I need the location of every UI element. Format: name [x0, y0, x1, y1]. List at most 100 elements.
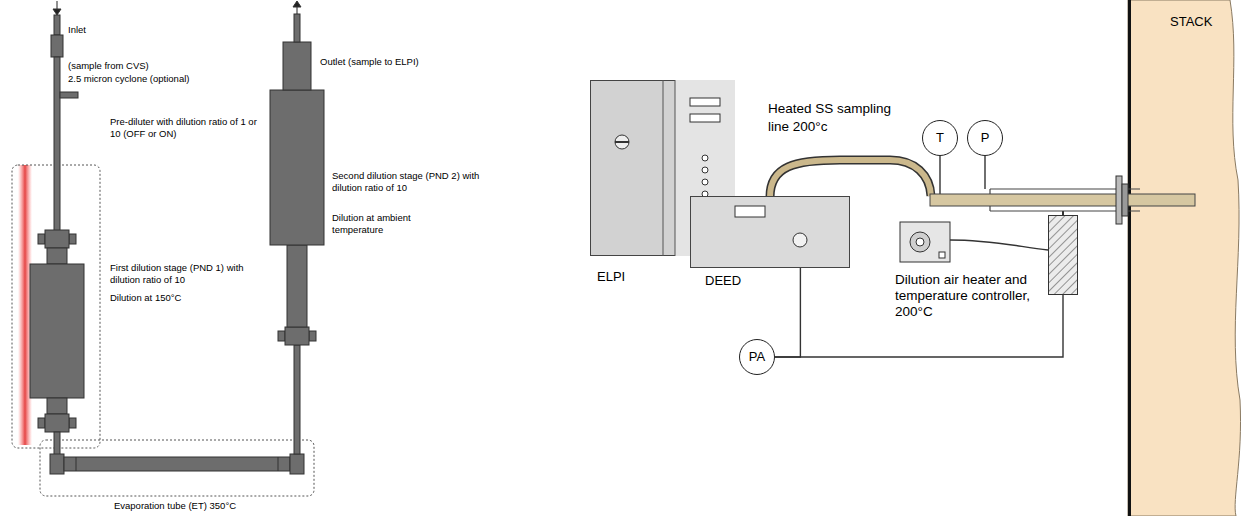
pnd2-assembly — [270, 90, 324, 245]
annotation-wrap: First dilution stage (PND 1) with diluti… — [110, 262, 255, 287]
node-label: T — [936, 130, 944, 146]
pressure-gauge: PA — [739, 339, 775, 375]
pnd1-assembly — [47, 248, 67, 264]
node-text: STACK — [1170, 14, 1212, 30]
sampling-probe — [1122, 184, 1128, 216]
node-text: PA — [740, 340, 774, 374]
display-window — [690, 98, 720, 106]
node-outline — [1048, 215, 1078, 295]
sampling-probe — [1062, 211, 1064, 215]
temperature-controller — [939, 252, 945, 258]
sampling-probe — [930, 194, 1195, 206]
dilution-air-heater: Dilution air heater and temperature cont… — [1048, 215, 1078, 295]
temperature-controller — [950, 240, 1048, 250]
annotation: Pre-diluter with dilution ratio of 1 or … — [110, 116, 268, 141]
node-text: Dilution air heater and temperature cont… — [895, 272, 1040, 321]
heated-sampling-line — [770, 160, 931, 197]
annotation-wrap: Inlet — [68, 24, 128, 36]
pnd1-assembly — [30, 264, 84, 398]
sampling-probe — [939, 156, 940, 194]
panel-seam — [675, 80, 676, 256]
annotation-wrap: Dilution at ambient temperature — [332, 212, 442, 237]
door-lock — [615, 141, 629, 143]
annotation: Dilution at ambient temperature — [332, 212, 442, 237]
pnd2-assembly — [294, 345, 300, 454]
pnd1-assembly — [69, 418, 76, 428]
pnd1-assembly — [45, 230, 69, 248]
annotation-wrap: 2.5 micron cyclone (optional) — [68, 73, 228, 85]
annotation-wrap: Outlet (sample to ELPI) — [320, 56, 490, 68]
temperature-controller — [900, 222, 1048, 262]
temperature-controller — [910, 232, 930, 252]
annotation: Heated SS sampling line 200°c — [768, 100, 903, 135]
annotation: Inlet — [68, 24, 128, 36]
annotation-wrap: Dilution at 150°C — [110, 292, 255, 304]
sampling-probe — [989, 189, 990, 211]
annotation-wrap: Evaporation tube (ET) 350°C — [75, 500, 275, 512]
sampling-probe — [990, 188, 1140, 189]
node-label: Dilution air heater and temperature cont… — [895, 272, 1040, 321]
pnd1-assembly — [38, 234, 45, 244]
pnd1-assembly — [38, 418, 45, 428]
pnd2-assembly — [287, 245, 307, 327]
pnd2-assembly — [294, 14, 300, 42]
sampling-probe — [930, 156, 1195, 224]
stack-wall-edge — [1128, 0, 1131, 516]
evaporation-tube — [278, 457, 279, 471]
annotation: Second dilution stage (PND 2) with dilut… — [332, 170, 497, 195]
pnd1-assembly — [54, 432, 60, 456]
annotation-wrap: Heated SS sampling line 200°c — [768, 100, 903, 135]
node-label: STACK — [1170, 14, 1212, 30]
node-text: P — [968, 121, 1002, 155]
heated-sampling-line — [770, 160, 931, 197]
evaporation-tube — [290, 454, 304, 474]
door-lock — [615, 135, 629, 149]
pnd2-assembly — [293, 1, 301, 7]
node-text: ELPI — [597, 269, 625, 285]
heated-sampling-line — [770, 160, 931, 197]
display-window — [735, 206, 765, 217]
evaporation-tube — [64, 457, 290, 471]
deed-unit: DEED — [690, 196, 850, 268]
temperature-gauge: T — [922, 120, 958, 156]
pnd1-assembly — [47, 398, 67, 414]
temperature-controller — [916, 238, 924, 246]
annotation-wrap: (sample from CVS) — [68, 60, 218, 72]
stack: STACK — [1128, 0, 1243, 516]
pnd1-assembly — [53, 9, 61, 15]
indicator-led — [702, 155, 708, 161]
pnd1-assembly — [45, 414, 69, 432]
connector-line — [775, 268, 800, 357]
node-outline — [690, 196, 850, 268]
evaporation-tube — [50, 454, 304, 474]
pnd2-assembly — [285, 327, 309, 345]
stack-wall — [1128, 0, 1241, 516]
pnd1-assembly — [69, 234, 76, 244]
annotation: (sample from CVS) — [68, 60, 218, 72]
node-label: PA — [749, 349, 765, 365]
annotation: Dilution at 150°C — [110, 292, 255, 304]
pnd1-assembly — [51, 35, 63, 57]
control-knob — [793, 233, 807, 247]
node-text: DEED — [705, 273, 741, 289]
pnd1-assembly — [54, 57, 60, 232]
annotation-wrap: Second dilution stage (PND 2) with dilut… — [332, 170, 497, 195]
heater-body — [1049, 216, 1078, 295]
sampling-probe — [990, 210, 1140, 211]
node-label: P — [981, 130, 990, 146]
evaporation-zone-outline — [40, 440, 314, 496]
node-label: ELPI — [597, 269, 625, 285]
sampling-probe — [1116, 176, 1122, 224]
pnd1-assembly — [54, 15, 60, 35]
annotation: First dilution stage (PND 1) with diluti… — [110, 262, 255, 287]
pnd2-assembly — [283, 42, 311, 90]
evaporation-tube — [50, 454, 64, 474]
connector-line — [775, 295, 1063, 357]
evaporation-tube — [76, 457, 77, 471]
annotation: Evaporation tube (ET) 350°C — [75, 500, 275, 512]
pnd2-assembly — [270, 1, 324, 454]
panel-seam — [663, 80, 664, 256]
pnd2-assembly — [278, 331, 285, 341]
